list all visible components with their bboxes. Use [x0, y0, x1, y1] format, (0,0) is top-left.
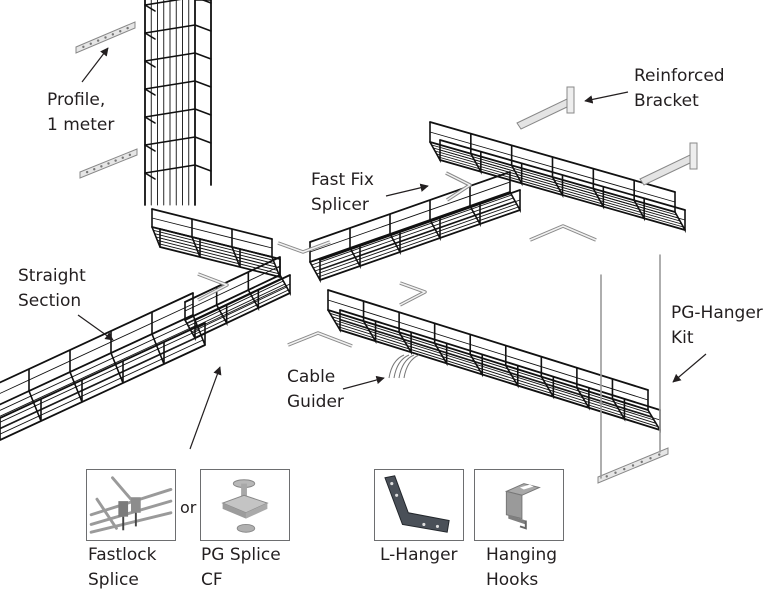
or-text: or — [180, 498, 197, 517]
arrow-profile — [81, 47, 109, 83]
splicer-6 — [529, 224, 597, 242]
tray-center-left — [184, 256, 291, 342]
vertical-tray — [144, 0, 212, 206]
splicer-2 — [277, 240, 331, 254]
l-hanger-icon — [384, 475, 450, 533]
arrow-cable-guider — [342, 375, 385, 390]
profile-bottom — [79, 148, 138, 179]
splicer-4 — [399, 281, 427, 307]
splicer-1 — [445, 171, 472, 202]
inset-fastlock-splice — [86, 469, 176, 541]
hanger-profile — [597, 447, 669, 484]
hanging-hooks-icon — [504, 483, 541, 530]
profile-top — [75, 21, 136, 54]
arrow-fastlock — [189, 366, 222, 450]
arrow-hanger-kit — [672, 353, 707, 383]
hanger-rods — [600, 254, 661, 479]
tray-center-long — [309, 171, 521, 284]
splicer-5 — [287, 331, 353, 348]
label-arrows — [77, 47, 707, 450]
straight-section-left — [0, 292, 206, 441]
arrow-bracket — [584, 91, 629, 104]
cable-guider-part — [388, 354, 420, 379]
splicer-3 — [197, 272, 229, 302]
label-profile: Profile,1 meter — [47, 90, 115, 135]
tray-top-right — [429, 121, 686, 234]
inset-l-hanger — [374, 469, 464, 541]
reinforced-bracket-2 — [639, 142, 698, 186]
inset-hanging-hooks — [474, 469, 564, 541]
arrow-straight — [77, 314, 114, 341]
accessories — [75, 21, 698, 484]
fastlock-splice-icon — [89, 476, 173, 534]
arrow-splicer — [385, 183, 429, 197]
tray-sections — [0, 0, 686, 441]
inset-label-l-hanger: L-Hanger — [380, 545, 458, 565]
reinforced-bracket-1 — [516, 86, 575, 130]
inset-pg-splice-cf — [200, 469, 290, 541]
tray-right-long — [327, 289, 661, 433]
pg-splice-cf-icon — [221, 479, 269, 533]
